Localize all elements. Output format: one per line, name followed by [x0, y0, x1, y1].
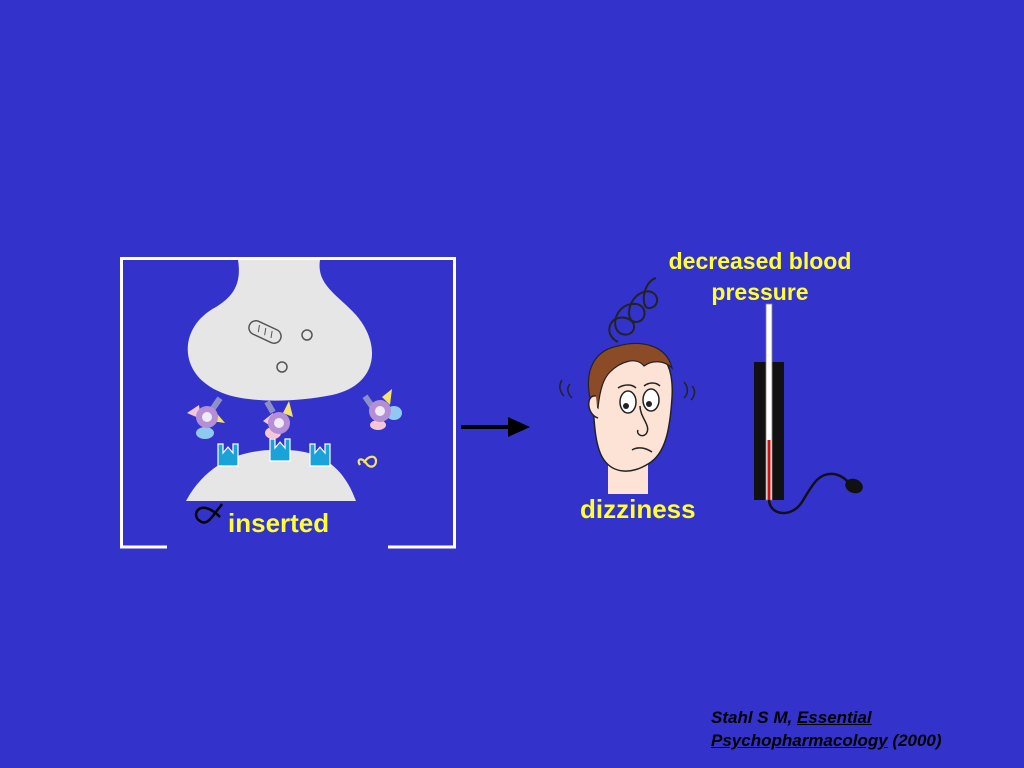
presynaptic-terminal — [187, 260, 373, 401]
receptor-icon — [217, 443, 239, 467]
diagram-frame — [120, 257, 456, 549]
blood-pressure-gauge-icon — [754, 303, 863, 515]
dizziness-label: dizziness — [580, 494, 696, 524]
neurotransmitter-molecule-icon — [263, 400, 293, 439]
receptor-icon — [269, 438, 291, 462]
neurotransmitter-molecule-icon — [187, 396, 225, 439]
inserted-drug-symbol-icon — [194, 503, 224, 524]
vesicle-capsule-icon — [248, 320, 282, 344]
citation-author: Stahl S M, — [711, 708, 793, 727]
bp-label-line2: pressure — [711, 279, 809, 305]
bp-label-line1: decreased blood — [668, 248, 852, 274]
vesicle-icon — [301, 329, 313, 341]
vesicle-icon — [276, 361, 288, 373]
drug-symbol-icon — [357, 455, 378, 468]
citation-title-line2: Psychopharmacology — [711, 731, 888, 750]
inserted-label: inserted — [228, 508, 330, 538]
receptor-icon — [309, 443, 331, 467]
decreased-blood-pressure-label: decreased blood pressure — [645, 246, 875, 308]
dizzy-swirl-icon — [608, 277, 659, 343]
right-arrow-icon — [461, 417, 530, 437]
neurotransmitter-molecule-icon — [362, 389, 402, 430]
citation-title-line1: Essential — [796, 708, 872, 727]
citation-year: (2000) — [892, 731, 942, 750]
synapse-diagram — [120, 257, 456, 549]
citation: Stahl S M, Essential Psychopharmacology … — [711, 706, 1011, 752]
dizzy-head-icon — [559, 277, 696, 494]
